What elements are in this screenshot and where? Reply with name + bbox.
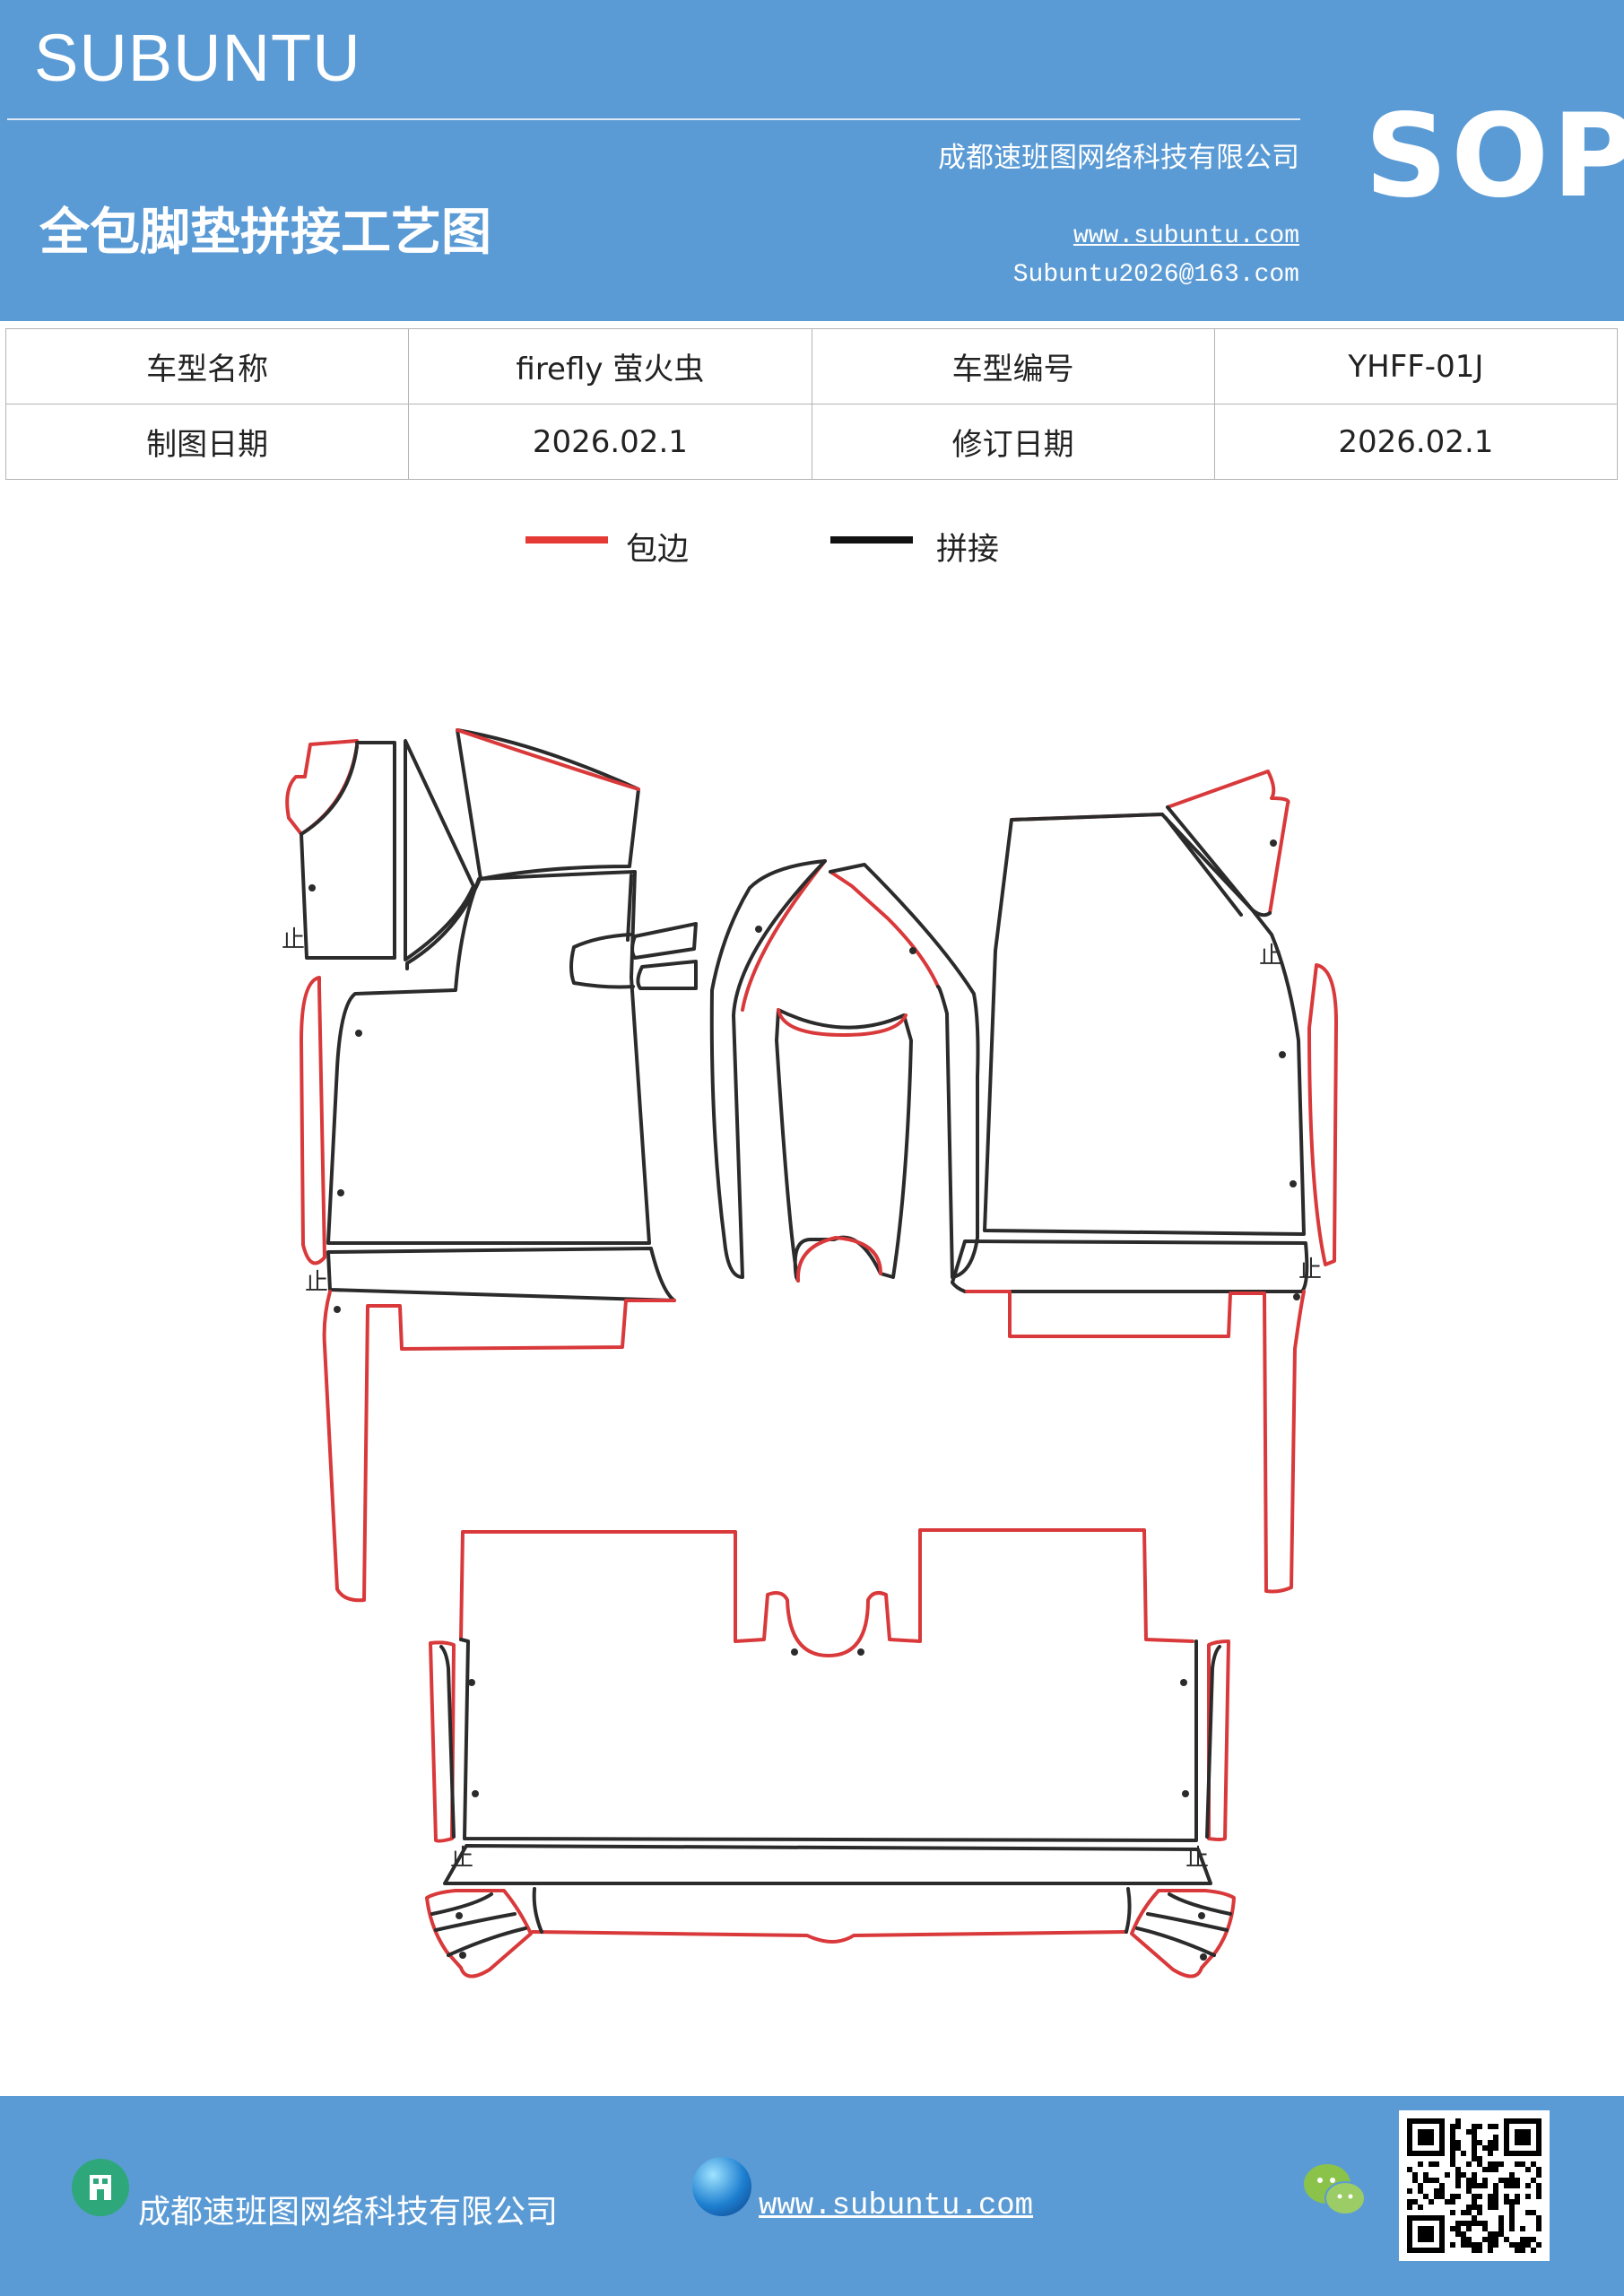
rear-left-corner-piece-edge	[425, 1889, 533, 1979]
right-front-lower-sill	[951, 1239, 1309, 1293]
rear-left-side-strip-seam	[439, 1645, 456, 1839]
center-left-side-piece	[709, 859, 827, 1279]
left-front-mat	[285, 728, 698, 1603]
table-cell: 车型名称	[4, 328, 410, 404]
table-cell: 2026.02.1	[1213, 404, 1619, 480]
left-front-door-piece	[300, 741, 396, 960]
rear-mat-main-piece	[459, 1638, 1198, 1842]
vehicle-info-table: 车型名称 firefly 萤火虫 车型编号 YHFF-01J 制图日期 2026…	[4, 328, 1619, 480]
left-front-main-piece	[326, 870, 651, 1245]
center-right-upper-edge	[829, 870, 940, 988]
footer-website-link[interactable]: www.subuntu.com	[759, 2189, 1034, 2223]
table-cell: 制图日期	[4, 404, 410, 480]
building-icon	[72, 2159, 129, 2216]
table-cell: YHFF-01J	[1213, 328, 1619, 404]
rear-right-corner-piece-edge	[1130, 1889, 1236, 1979]
rear-sill-bottom-edge	[531, 1930, 1128, 1944]
center-left-upper-edge	[741, 859, 827, 1012]
right-front-top-corner-edge	[1166, 770, 1290, 915]
rear-left-corner-seams	[430, 1892, 527, 1957]
center-tunnel-piece	[775, 1008, 913, 1283]
left-rear-sill-piece	[322, 1290, 676, 1603]
wechat-icon[interactable]	[1302, 2161, 1367, 2220]
stop-mark: 止	[282, 926, 305, 953]
header-divider	[7, 118, 1300, 120]
left-front-pillar-piece	[404, 739, 475, 961]
left-front-lower-sill	[326, 1247, 676, 1302]
rear-left-side-strip-edge	[429, 1640, 456, 1843]
rear-right-side-strip-seam	[1205, 1645, 1221, 1839]
stop-mark: 止	[1298, 1257, 1322, 1283]
email-address: Subuntu2026@163.com	[1012, 261, 1299, 289]
brand-logo: SUBUNTU	[34, 21, 361, 95]
legend-swatch-edge	[525, 536, 608, 544]
right-rear-sill-piece	[965, 1290, 1306, 1594]
fastener-dots	[308, 839, 1300, 1961]
right-front-mat	[951, 770, 1338, 1594]
stop-mark: 止	[450, 1845, 473, 1872]
company-name: 成都速班图网络科技有限公司	[938, 142, 1299, 174]
left-front-side-strip	[300, 976, 326, 1265]
rear-mat-top-edge	[459, 1528, 1194, 1657]
center-console-mat	[709, 859, 980, 1283]
left-front-dash-edge	[456, 728, 640, 791]
center-tunnel-edges	[777, 1008, 908, 1283]
right-front-corner-seam	[1164, 805, 1272, 918]
rear-sill-ends	[532, 1887, 1132, 1934]
footer-banner: 成都速班图网络科技有限公司 www.subuntu.com	[0, 2096, 1624, 2296]
stop-mark: 止	[1259, 943, 1282, 970]
left-front-dash-piece	[456, 728, 640, 881]
stop-mark: 止	[305, 1269, 328, 1296]
website-link[interactable]: www.subuntu.com	[1073, 222, 1299, 250]
left-front-pedal-piece	[569, 933, 635, 989]
left-front-footrest-pieces	[630, 922, 698, 990]
stop-marks: 止 止 止 止 止 止	[282, 926, 1322, 1872]
globe-icon	[692, 2157, 751, 2216]
table-cell: firefly 萤火虫	[408, 328, 812, 404]
document-title: 全包脚垫拼接工艺图	[39, 204, 491, 262]
rear-right-side-strip-edge	[1207, 1639, 1230, 1841]
header-banner: SUBUNTU SOP 成都速班图网络科技有限公司 全包脚垫拼接工艺图 www.…	[0, 0, 1624, 321]
table-cell: 修订日期	[811, 404, 1215, 480]
qr-code	[1399, 2110, 1550, 2261]
footer-company-name: 成都速班图网络科技有限公司	[138, 2194, 559, 2231]
legend-swatch-seam	[830, 536, 913, 544]
stop-mark: 止	[1185, 1845, 1209, 1872]
table-cell: 车型编号	[811, 328, 1215, 404]
right-front-side-strip	[1307, 963, 1338, 1266]
sop-badge: SOP	[1365, 90, 1624, 223]
right-front-main-piece	[983, 813, 1306, 1236]
legend: 包边 拼接	[0, 529, 1624, 569]
table-row: 制图日期 2026.02.1 修订日期 2026.02.1	[4, 404, 1619, 480]
rear-lower-sill-seam	[443, 1844, 1212, 1885]
table-row: 车型名称 firefly 萤火虫 车型编号 YHFF-01J	[4, 328, 1619, 404]
floor-mat-diagram: 止 止 止 止 止 止	[282, 728, 1338, 1979]
center-right-side-piece	[829, 863, 980, 1279]
legend-label-edge: 包边	[626, 532, 690, 568]
rear-mat	[425, 1528, 1236, 1979]
rear-right-corner-seams	[1135, 1892, 1232, 1957]
table-cell: 2026.02.1	[408, 404, 812, 480]
legend-label-seam: 拼接	[936, 532, 1000, 568]
left-front-sill-seam	[405, 874, 633, 970]
